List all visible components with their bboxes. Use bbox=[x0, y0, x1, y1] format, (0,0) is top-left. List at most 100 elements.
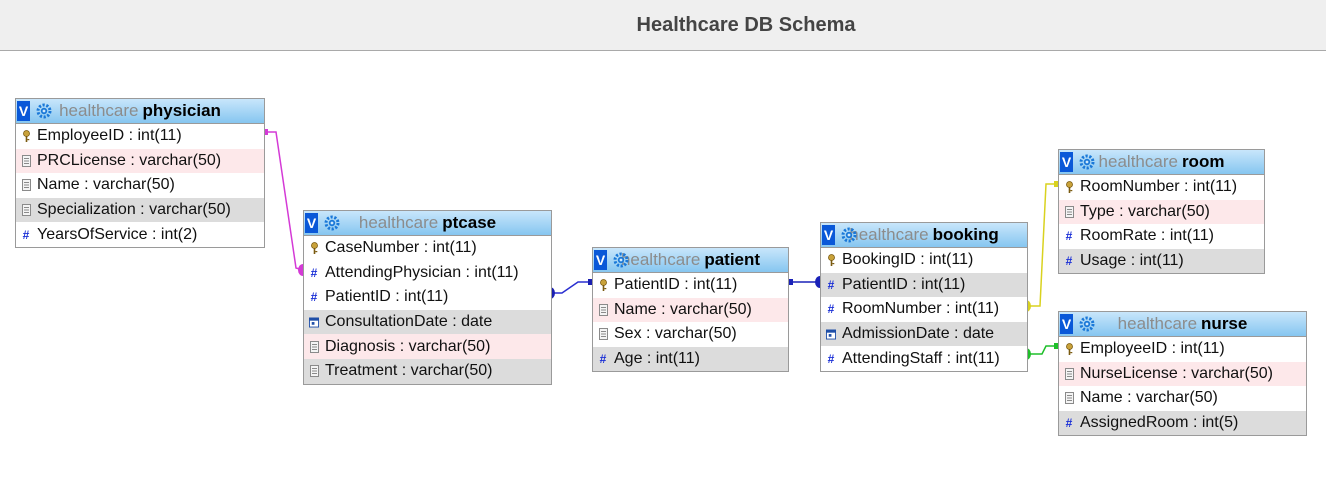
v-toggle-icon[interactable]: V bbox=[822, 225, 835, 245]
column-label: ConsultationDate : date bbox=[325, 313, 493, 331]
column-row[interactable]: #Usage : int(11) bbox=[1059, 248, 1264, 274]
numeric-type-icon: # bbox=[310, 265, 318, 280]
column-label: PatientID : int(11) bbox=[325, 288, 449, 306]
column-label: AttendingPhysician : int(11) bbox=[325, 263, 519, 281]
column-row[interactable]: AdmissionDate : date bbox=[821, 321, 1027, 347]
page-title: Healthcare DB Schema bbox=[636, 13, 856, 36]
column-label: Treatment : varchar(50) bbox=[325, 362, 493, 380]
column-row[interactable]: Treatment : varchar(50) bbox=[304, 358, 551, 384]
database-name: healthcare bbox=[620, 250, 701, 269]
date-type-icon bbox=[826, 327, 836, 341]
v-toggle-icon[interactable]: V bbox=[594, 250, 607, 270]
column-label: PatientID : int(11) bbox=[614, 276, 738, 294]
column-row[interactable]: #RoomRate : int(11) bbox=[1059, 224, 1264, 249]
column-label: RoomNumber : int(11) bbox=[842, 300, 1000, 318]
column-row[interactable]: Sex : varchar(50) bbox=[593, 322, 788, 347]
column-label: AttendingStaff : int(11) bbox=[842, 349, 1000, 367]
column-row[interactable]: # PatientID : int(11) bbox=[304, 285, 551, 310]
column-label: Name : varchar(50) bbox=[614, 300, 752, 318]
column-row[interactable]: # RoomNumber : int(11) bbox=[821, 297, 1027, 322]
text-type-icon bbox=[21, 203, 31, 217]
database-name: healthcare bbox=[59, 101, 139, 120]
column-row[interactable]: PatientID : int(11) bbox=[593, 273, 788, 298]
table-name: nurse bbox=[1201, 314, 1248, 333]
primary-key-icon bbox=[826, 253, 836, 267]
gear-icon[interactable] bbox=[1079, 154, 1095, 170]
table-name: patient bbox=[704, 250, 761, 269]
gear-icon[interactable] bbox=[324, 215, 340, 231]
primary-key-icon bbox=[1064, 342, 1074, 356]
primary-key-icon bbox=[21, 129, 31, 143]
numeric-type-icon: # bbox=[827, 277, 835, 292]
v-toggle-icon[interactable]: V bbox=[305, 213, 318, 233]
gear-icon[interactable] bbox=[36, 103, 52, 119]
column-row[interactable]: PRCLicense : varchar(50) bbox=[16, 148, 264, 174]
relation-ptcase-patient bbox=[550, 281, 592, 294]
v-toggle-icon[interactable]: V bbox=[1060, 314, 1073, 334]
column-row[interactable]: #AttendingStaff : int(11) bbox=[821, 346, 1027, 371]
column-row[interactable]: Diagnosis : varchar(50) bbox=[304, 334, 551, 359]
column-label: PRCLicense : varchar(50) bbox=[37, 151, 222, 169]
column-label: AdmissionDate : date bbox=[842, 325, 995, 343]
numeric-type-icon: # bbox=[22, 227, 30, 242]
table-name: room bbox=[1181, 152, 1225, 171]
column-row[interactable]: Name : varchar(50) bbox=[593, 297, 788, 323]
title-bar: Healthcare DB Schema bbox=[0, 0, 1326, 51]
text-type-icon bbox=[1064, 367, 1074, 381]
gear-icon[interactable] bbox=[841, 227, 857, 243]
numeric-type-icon: # bbox=[1065, 416, 1073, 431]
column-row[interactable]: EmployeeID : int(11) bbox=[16, 124, 264, 149]
column-row[interactable]: #YearsOfService : int(2) bbox=[16, 222, 264, 247]
column-row[interactable]: CaseNumber : int(11) bbox=[304, 236, 551, 261]
column-label: Sex : varchar(50) bbox=[614, 325, 737, 343]
column-row[interactable]: RoomNumber : int(11) bbox=[1059, 175, 1264, 200]
column-row[interactable]: # AttendingPhysician : int(11) bbox=[304, 260, 551, 286]
column-row[interactable]: Name : varchar(50) bbox=[1059, 386, 1306, 411]
text-type-icon bbox=[1064, 391, 1074, 405]
text-type-icon bbox=[1064, 205, 1074, 219]
text-type-icon bbox=[309, 364, 319, 378]
gear-icon[interactable] bbox=[1079, 316, 1095, 332]
database-name: healthcare bbox=[1117, 314, 1198, 333]
numeric-type-icon: # bbox=[310, 290, 318, 305]
column-label: Specialization : varchar(50) bbox=[37, 201, 231, 219]
column-row[interactable]: Name : varchar(50) bbox=[16, 173, 264, 198]
column-label: Usage : int(11) bbox=[1080, 252, 1184, 270]
relation-ptcase-physician bbox=[263, 131, 304, 271]
gear-icon[interactable] bbox=[613, 252, 629, 268]
column-row[interactable]: Type : varchar(50) bbox=[1059, 199, 1264, 225]
table-name: physician bbox=[142, 101, 221, 120]
column-row[interactable]: #Age : int(11) bbox=[593, 346, 788, 372]
numeric-type-icon: # bbox=[599, 352, 607, 367]
column-label: RoomRate : int(11) bbox=[1080, 227, 1214, 245]
column-row[interactable]: Specialization : varchar(50) bbox=[16, 197, 264, 223]
column-label: RoomNumber : int(11) bbox=[1080, 178, 1238, 196]
column-row[interactable]: EmployeeID : int(11) bbox=[1059, 337, 1306, 362]
column-label: PatientID : int(11) bbox=[842, 275, 966, 293]
v-toggle-icon[interactable]: V bbox=[17, 101, 30, 121]
column-row[interactable]: # PatientID : int(11) bbox=[821, 272, 1027, 298]
primary-key-icon bbox=[598, 278, 608, 292]
numeric-type-icon: # bbox=[827, 302, 835, 317]
v-toggle-icon[interactable]: V bbox=[1060, 152, 1073, 172]
column-label: EmployeeID : int(11) bbox=[1080, 340, 1225, 358]
database-name: healthcare bbox=[1098, 152, 1178, 171]
column-row[interactable]: BookingID : int(11) bbox=[821, 248, 1027, 273]
column-row[interactable]: #AssignedRoom : int(5) bbox=[1059, 410, 1306, 436]
text-type-icon bbox=[21, 154, 31, 168]
column-label: EmployeeID : int(11) bbox=[37, 127, 182, 145]
column-row[interactable]: ConsultationDate : date bbox=[304, 309, 551, 335]
column-row[interactable]: NurseLicense : varchar(50) bbox=[1059, 361, 1306, 387]
